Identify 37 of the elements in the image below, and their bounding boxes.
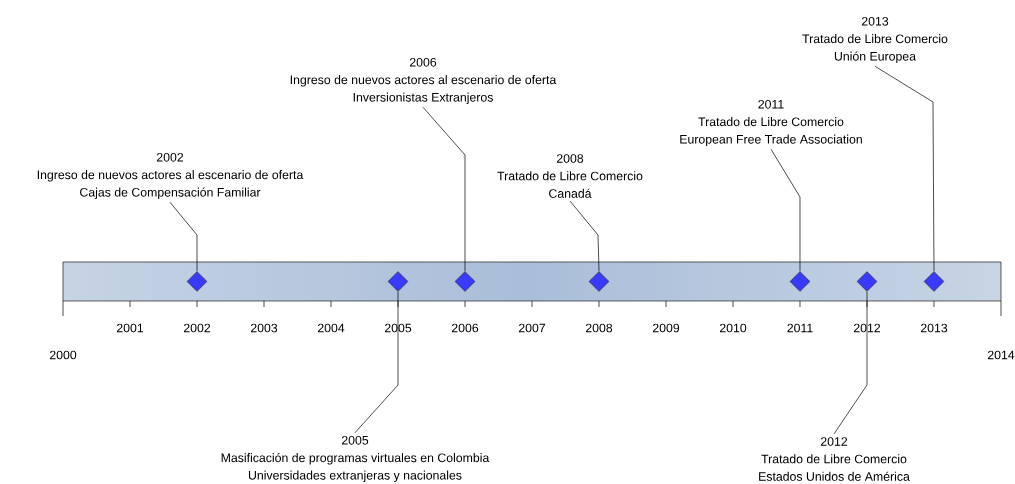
- year-label: 2001: [116, 323, 144, 333]
- leader-line: [569, 200, 600, 272]
- event-diamond: [789, 271, 811, 292]
- timeline-bar: [62, 261, 1002, 302]
- year-label: 2014: [987, 350, 1015, 360]
- year-label: 2005: [384, 323, 412, 333]
- leader-line: [422, 106, 466, 272]
- event-label: 2008 Tratado de Libre Comercio Canadá: [497, 154, 643, 198]
- event-diamond: [186, 271, 208, 292]
- event-label: 2011 Tratado de Libre Comercio European Free Trade Association: [680, 99, 862, 147]
- leader-line: [833, 291, 868, 435]
- year-label: 2011: [787, 323, 813, 333]
- year-label: 2012: [853, 323, 881, 333]
- year-label: 2009: [652, 323, 680, 333]
- year-label: 2003: [250, 323, 278, 333]
- leader-line: [354, 291, 399, 434]
- event-diamond: [387, 271, 409, 292]
- year-label: 2006: [451, 323, 479, 333]
- event-label: 2013 Tratado de Libre Comercio Unión Europea: [802, 16, 948, 64]
- event-label: 2002 Ingreso de nuevos actores al escenario de oferta Cajas de Compensación Familiar: [37, 152, 304, 200]
- event-diamond: [856, 271, 878, 292]
- leader-line: [770, 148, 801, 272]
- event-label: 2006 Ingreso de nuevos actores al escenario de oferta Inversionistas Extranjeros: [290, 57, 557, 105]
- event-label: 2005 Masificación de programas virtuales en Colombia Universidades extranjeras y nacionales: [221, 435, 490, 483]
- year-label: 2008: [585, 323, 613, 333]
- leader-line: [169, 201, 198, 272]
- event-diamond: [923, 271, 945, 292]
- event-label: 2012 Tratado de Libre Comercio Estados Unidos de América: [759, 437, 910, 481]
- leader-line: [874, 65, 935, 272]
- year-label: 2010: [719, 323, 747, 333]
- year-label: 2007: [518, 323, 546, 333]
- event-diamond: [454, 271, 476, 292]
- year-label: 2002: [183, 323, 211, 333]
- event-diamond: [588, 271, 610, 292]
- year-label: 2004: [317, 323, 345, 333]
- year-label: 2000: [49, 350, 77, 360]
- year-label: 2013: [920, 323, 948, 333]
